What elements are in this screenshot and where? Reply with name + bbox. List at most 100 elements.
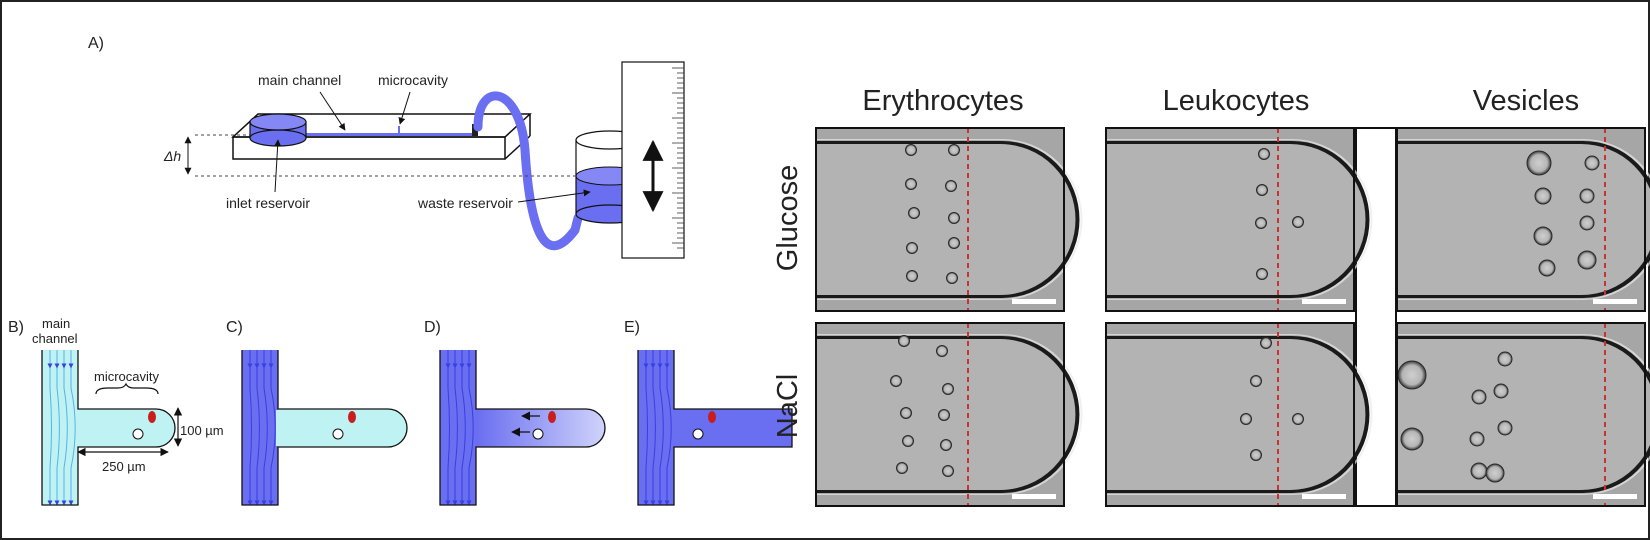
cell — [1469, 431, 1485, 447]
cell — [906, 242, 918, 254]
col-header-vesicles: Vesicles — [1473, 85, 1579, 117]
panel-d-label: D) — [424, 319, 441, 336]
cell — [1292, 413, 1304, 425]
panel-e: E) — [624, 319, 793, 506]
micrograph-r1-c3 — [1396, 127, 1650, 312]
cell — [1400, 427, 1424, 451]
vesicle — [132, 428, 144, 440]
micrograph-r1-c1 — [815, 127, 1083, 312]
width-dimension: 100 µm — [180, 423, 224, 438]
cell — [908, 207, 920, 219]
cell — [890, 375, 902, 387]
cell — [942, 383, 954, 395]
col-header-leukocytes: Leukocytes — [1163, 85, 1310, 117]
cell — [1533, 226, 1553, 246]
cell — [1258, 148, 1270, 160]
cell — [1255, 217, 1267, 229]
scale-bar — [1302, 494, 1346, 499]
cell — [1256, 184, 1268, 196]
cell — [1471, 389, 1487, 405]
scale-bar — [1012, 299, 1056, 304]
microcavity-label: microcavity — [378, 72, 448, 88]
panel-b: B) main channel microcavity 100 µm 250 µ… — [8, 316, 224, 506]
main-channel-line — [300, 133, 478, 136]
microcavity-label-b: microcavity — [94, 369, 160, 384]
micrograph-r2-c2 — [1105, 322, 1373, 507]
cell — [1526, 150, 1552, 176]
cell — [1579, 215, 1595, 231]
microcavity-region — [476, 409, 605, 447]
panel-a-label: A) — [88, 35, 104, 52]
col-header-erythrocytes: Erythrocytes — [862, 85, 1023, 117]
micrograph-grid: Erythrocytes Leukocytes Vesicles Glucose… — [772, 85, 1650, 507]
microcavity-region — [278, 409, 407, 447]
red-blood-cell — [348, 411, 356, 423]
panel-c: C) — [226, 319, 408, 506]
inlet-reservoir — [249, 113, 307, 147]
vesicle — [532, 428, 544, 440]
cell — [1534, 187, 1552, 205]
cell — [936, 345, 948, 357]
red-blood-cell — [148, 411, 156, 423]
row-header-nacl: NaCl — [772, 374, 804, 438]
panel-d: D) — [424, 319, 606, 506]
cell — [1256, 268, 1268, 280]
cell — [896, 462, 908, 474]
microcavity-stub — [398, 126, 400, 134]
cell — [1250, 375, 1262, 387]
red-blood-cell — [548, 411, 556, 423]
cell — [946, 272, 958, 284]
cell — [1538, 259, 1556, 277]
cell — [942, 465, 954, 477]
scale-bar — [1593, 299, 1637, 304]
cell — [948, 237, 960, 249]
main-channel-label-2: channel — [32, 331, 78, 346]
cell — [1240, 413, 1252, 425]
cell — [906, 270, 918, 282]
vesicle — [332, 428, 344, 440]
cell — [1497, 351, 1513, 367]
length-dimension: 250 µm — [102, 459, 146, 474]
cell — [1397, 360, 1427, 390]
microcavity-region — [674, 409, 792, 447]
panel-c-label: C) — [226, 319, 243, 336]
cell — [945, 180, 957, 192]
cell — [938, 409, 950, 421]
grid-divider — [1355, 127, 1397, 507]
cell — [905, 144, 917, 156]
cell — [1485, 463, 1505, 483]
cell — [948, 144, 960, 156]
microcavity-region — [78, 409, 175, 447]
cell — [1470, 462, 1488, 480]
cell — [898, 335, 910, 347]
micrograph-r2-c1 — [815, 322, 1083, 507]
cell — [1250, 449, 1262, 461]
cell — [1292, 216, 1304, 228]
main-channel-label-1: main — [42, 316, 70, 331]
cell — [1579, 188, 1595, 204]
cell — [1584, 155, 1600, 171]
row-header-glucose: Glucose — [772, 165, 804, 271]
waste-reservoir-label: waste reservoir — [417, 195, 513, 211]
panel-a: A) — [88, 35, 685, 259]
cell — [1497, 420, 1513, 436]
panel-b-label: B) — [8, 319, 24, 336]
cell — [1493, 383, 1509, 399]
chip-front — [232, 136, 506, 160]
cell — [1260, 337, 1272, 349]
cell — [1577, 250, 1597, 270]
cell — [940, 439, 952, 451]
microcavity-brace — [95, 382, 159, 395]
cell — [905, 178, 917, 190]
cell — [948, 212, 960, 224]
scale-bar — [1012, 494, 1056, 499]
micrograph-r2-c3 — [1396, 322, 1650, 507]
vesicle — [692, 428, 704, 440]
delta-h-label: Δh — [163, 148, 181, 164]
scale-bar — [1593, 494, 1637, 499]
main-channel-label: main channel — [258, 72, 341, 88]
red-blood-cell — [708, 411, 716, 423]
